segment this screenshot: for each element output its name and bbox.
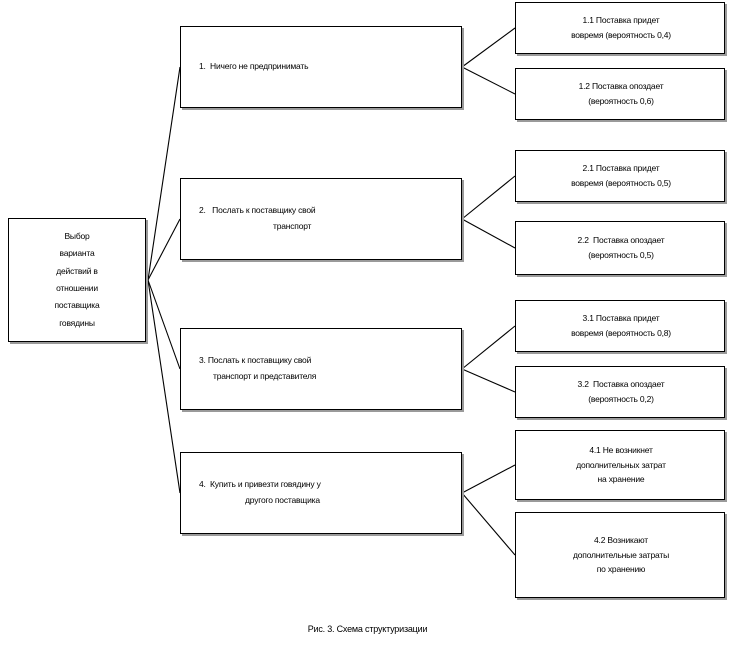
root-text-line: говядины (59, 317, 95, 328)
outcome-text-line: дополнительные затраты (573, 549, 669, 560)
edge-root-to-option-4 (147, 279, 181, 494)
outcome-node-3-2[interactable]: 3.2 Поставка опоздает (вероятность 0,2) (515, 366, 725, 418)
root-text-line: отношении (56, 283, 98, 293)
outcome-text-line: по хранению (596, 564, 646, 575)
outcome-text-line: вовремя (вероятность 0,5) (571, 178, 671, 188)
edge-option-3-to-outcome-3-1 (461, 325, 516, 370)
edge-option-1-to-outcome-1-2 (461, 66, 516, 95)
outcome-node-3-1[interactable]: 3.1 Поставка придет вовремя (вероятность… (515, 300, 725, 352)
root-text-line: варианта (59, 248, 95, 259)
edge-root-to-option-3 (147, 279, 181, 370)
outcome-text-line: (вероятность 0,6) (588, 96, 654, 106)
edge-option-1-to-outcome-1-1 (461, 27, 516, 68)
root-text-line: действий в (56, 265, 98, 276)
outcome-text-line: 4.2 Возникают (594, 534, 648, 545)
outcome-text-line: на хранение (597, 474, 645, 485)
outcome-text-line: (вероятность 0,2) (588, 394, 654, 404)
outcome-text-line: 3.1 Поставка придет (582, 313, 660, 324)
root-text-line: поставщика (54, 300, 100, 311)
outcome-text-line: 4.1 Не возникнет (589, 444, 653, 455)
edge-option-3-to-outcome-3-2 (461, 368, 516, 393)
outcome-node-4-1[interactable]: 4.1 Не возникнет дополнительных затрат н… (515, 430, 725, 500)
option-text-line: другого поставщика (245, 495, 320, 505)
root-decision-node[interactable]: Выбор варианта действий в отношении пост… (8, 218, 146, 342)
outcome-text-line: 1.2 Поставка опоздает (578, 81, 664, 92)
option-text-line: транспорт (273, 221, 312, 231)
option-text-line: 4. Купить и привезти говядину у (199, 479, 321, 490)
root-text-line: Выбор (64, 230, 90, 241)
edge-root-to-option-1 (147, 66, 181, 281)
edge-option-4-to-outcome-4-1 (461, 464, 516, 494)
figure-caption: Рис. 3. Схема структуризации (307, 624, 428, 634)
outcome-node-1-1[interactable]: 1.1 Поставка придет вовремя (вероятность… (515, 2, 725, 54)
option-node-1[interactable]: 1. Ничего не предпринимать (180, 26, 462, 108)
edge-option-4-to-outcome-4-2 (461, 492, 516, 556)
outcome-node-4-2[interactable]: 4.2 Возникают дополнительные затраты по … (515, 512, 725, 598)
outcome-text-line: вовремя (вероятность 0,8) (571, 328, 671, 338)
option-text-line: 1. Ничего не предпринимать (199, 61, 309, 72)
option-node-4[interactable]: 4. Купить и привезти говядину у другого … (180, 452, 462, 534)
outcome-text-line: 2.1 Поставка придет (582, 163, 660, 174)
outcome-text-line: 1.1 Поставка придет (582, 15, 660, 26)
outcome-text-line: 3.2 Поставка опоздает (577, 379, 665, 390)
option-text-line: 3. Послать к поставщику свой (199, 355, 312, 366)
option-text-line: 2. Послать к поставщику свой (199, 205, 316, 216)
edge-option-2-to-outcome-2-1 (461, 175, 516, 220)
outcome-text-line: дополнительных затрат (576, 459, 666, 470)
outcome-node-1-2[interactable]: 1.2 Поставка опоздает (вероятность 0,6) (515, 68, 725, 120)
option-node-3[interactable]: 3. Послать к поставщику свой транспорт и… (180, 328, 462, 410)
outcome-node-2-1[interactable]: 2.1 Поставка придет вовремя (вероятность… (515, 150, 725, 202)
outcome-text-line: 2.2 Поставка опоздает (577, 235, 665, 246)
option-node-2[interactable]: 2. Послать к поставщику свой транспорт (180, 178, 462, 260)
outcome-node-2-2[interactable]: 2.2 Поставка опоздает (вероятность 0,5) (515, 221, 725, 275)
edge-option-2-to-outcome-2-2 (461, 218, 516, 249)
outcome-text-line: вовремя (вероятность 0,4) (571, 30, 671, 40)
outcome-text-line: (вероятность 0,5) (588, 250, 654, 260)
edge-root-to-option-2 (147, 218, 181, 281)
option-text-line: транспорт и представителя (213, 371, 317, 381)
